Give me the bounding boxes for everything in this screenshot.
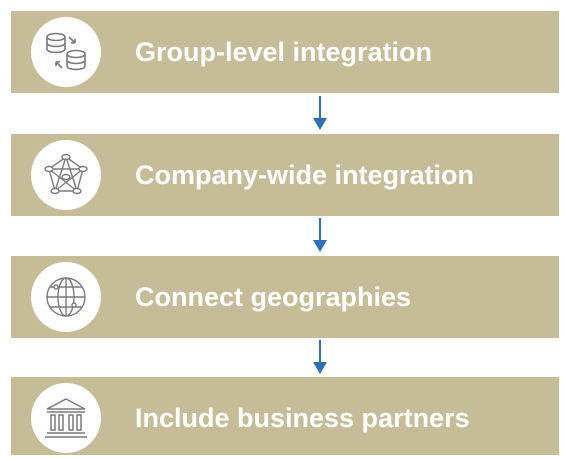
network-nodes-icon — [44, 153, 88, 195]
step-icon-badge — [31, 140, 101, 210]
down-arrow-icon — [313, 340, 327, 374]
step-group-level-integration: Group-level integration — [11, 11, 559, 93]
down-arrow-icon — [313, 218, 327, 252]
step-label: Include business partners — [135, 402, 470, 433]
database-sync-icon — [46, 32, 86, 71]
step-icon-badge — [31, 262, 101, 332]
step-include-business-partners: Include business partners — [11, 377, 559, 455]
step-label: Company-wide integration — [135, 159, 475, 190]
step-company-wide-integration: Company-wide integration — [11, 134, 559, 216]
down-arrow-icon — [313, 96, 327, 130]
step-connect-geographies: Connect geographies — [11, 256, 559, 338]
step-label: Connect geographies — [135, 281, 412, 312]
institution-building-icon — [45, 398, 87, 438]
globe-icon — [46, 277, 86, 317]
step-icon-badge — [31, 383, 101, 453]
step-label: Group-level integration — [135, 36, 433, 67]
step-icon-badge — [31, 17, 101, 87]
